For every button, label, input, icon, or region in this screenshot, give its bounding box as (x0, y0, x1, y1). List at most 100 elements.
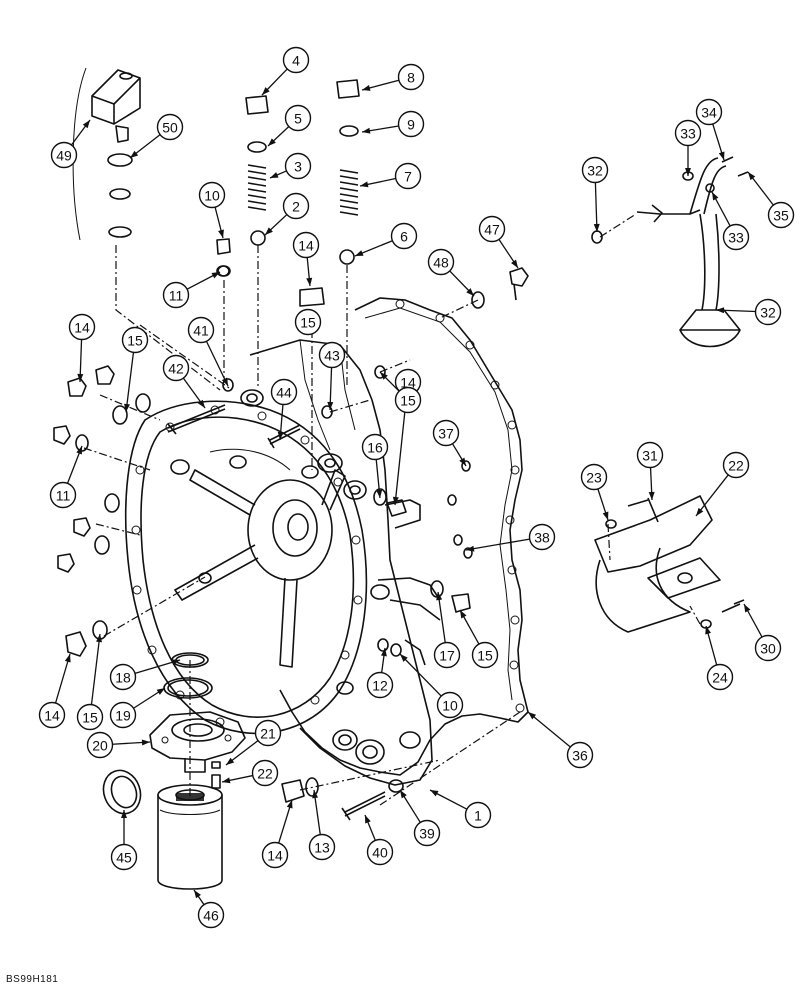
callout-number: 22 (728, 458, 744, 474)
callout-33: 33 (674, 119, 702, 176)
callout-number: 48 (433, 255, 449, 271)
callout-31: 31 (636, 441, 664, 501)
callout-9: 9 (361, 110, 425, 138)
callout-42: 42 (162, 354, 206, 409)
callout-12: 12 (366, 647, 394, 699)
callout-circle (361, 433, 389, 461)
callout-40: 40 (364, 814, 394, 866)
callout-leader (695, 474, 729, 517)
callout-32: 32 (581, 156, 609, 233)
callout-15: 15 (121, 326, 149, 413)
callout-22: 22 (695, 451, 750, 517)
callout-arrowhead (392, 496, 399, 505)
callout-arrowhead (376, 489, 383, 498)
callout-number: 32 (760, 305, 776, 321)
callout-arrowhead (226, 757, 235, 765)
callout-number: 10 (442, 698, 458, 714)
callout-circle (433, 641, 461, 669)
callout-11: 11 (49, 445, 83, 509)
callout-arrowhead (380, 648, 387, 657)
callout-circle (767, 201, 795, 229)
transmission-housing (240, 297, 529, 786)
callout-arrowhead (362, 127, 371, 134)
callout-circle (254, 719, 282, 747)
callout-arrowhead (602, 511, 609, 520)
callout-14: 14 (38, 653, 71, 729)
callout-circle (162, 354, 190, 382)
callout-36: 36 (527, 711, 594, 769)
callout-46: 46 (193, 889, 225, 929)
callout-10: 10 (198, 181, 226, 239)
callout-50: 50 (129, 113, 184, 159)
callout-11: 11 (162, 271, 221, 309)
callout-8: 8 (361, 63, 425, 91)
callout-arrowhead (286, 800, 293, 809)
callout-arrowhead (268, 138, 276, 146)
callout-circle (261, 841, 289, 869)
callout-number: 45 (116, 850, 132, 866)
callout-number: 31 (642, 448, 658, 464)
callout-19: 19 (109, 687, 166, 729)
callout-number: 9 (407, 117, 415, 133)
callout-circle (528, 523, 556, 551)
callout-circle (566, 741, 594, 769)
callout-arrowhead (222, 777, 231, 784)
callout-circle (308, 833, 336, 861)
callout-number: 18 (115, 670, 131, 686)
callout-number: 4 (292, 53, 300, 69)
callout-15: 15 (294, 308, 322, 336)
callout-number: 14 (44, 708, 60, 724)
callout-number: 15 (477, 648, 493, 664)
callout-number: 46 (203, 908, 219, 924)
callout-circle (270, 378, 298, 406)
callout-circle (318, 341, 346, 369)
callout-21: 21 (225, 719, 282, 766)
callout-arrowhead (436, 592, 443, 601)
callout-arrowhead (211, 272, 220, 279)
callout-47: 47 (478, 215, 519, 269)
callout-circle (722, 223, 750, 251)
callout-circle (156, 113, 184, 141)
callout-circle (38, 701, 66, 729)
callout-34: 34 (695, 98, 725, 161)
callout-circle (366, 838, 394, 866)
callout-number: 3 (294, 159, 302, 175)
callout-leader (465, 538, 530, 551)
callout-arrowhead (355, 250, 364, 256)
callout-circle (695, 98, 723, 126)
callout-number: 37 (438, 426, 454, 442)
callout-number: 35 (773, 208, 789, 224)
callout-circle (413, 819, 441, 847)
callout-39: 39 (399, 789, 441, 847)
callout-arrowhead (716, 307, 725, 314)
callout-15: 15 (459, 609, 499, 669)
callout-circle (464, 801, 492, 829)
callout-circle (162, 281, 190, 309)
callout-circle (121, 326, 149, 354)
callout-arrowhead (124, 403, 130, 412)
callout-arrowhead (76, 446, 82, 455)
callout-circle (50, 141, 78, 169)
callout-number: 22 (257, 766, 273, 782)
callout-48: 48 (427, 248, 475, 297)
callout-circle (366, 671, 394, 699)
callout-16: 16 (361, 433, 389, 499)
callout-circle (580, 463, 608, 491)
callout-number: 11 (56, 488, 71, 504)
callout-arrowhead (197, 399, 205, 408)
callout-circle (436, 691, 464, 719)
callout-number: 15 (127, 333, 143, 349)
callout-4: 4 (261, 46, 310, 96)
callout-leader (437, 591, 446, 643)
callout-circle (187, 316, 215, 344)
callout-5: 5 (267, 104, 312, 147)
callout-arrowhead (648, 491, 655, 500)
callout-arrowhead (77, 373, 84, 382)
callout-circle (68, 313, 96, 341)
callout-arrowhead (528, 712, 537, 720)
callout-circle (394, 162, 422, 190)
callout-number: 14 (298, 238, 314, 254)
callout-circle (284, 104, 312, 132)
callout-circle (706, 663, 734, 691)
